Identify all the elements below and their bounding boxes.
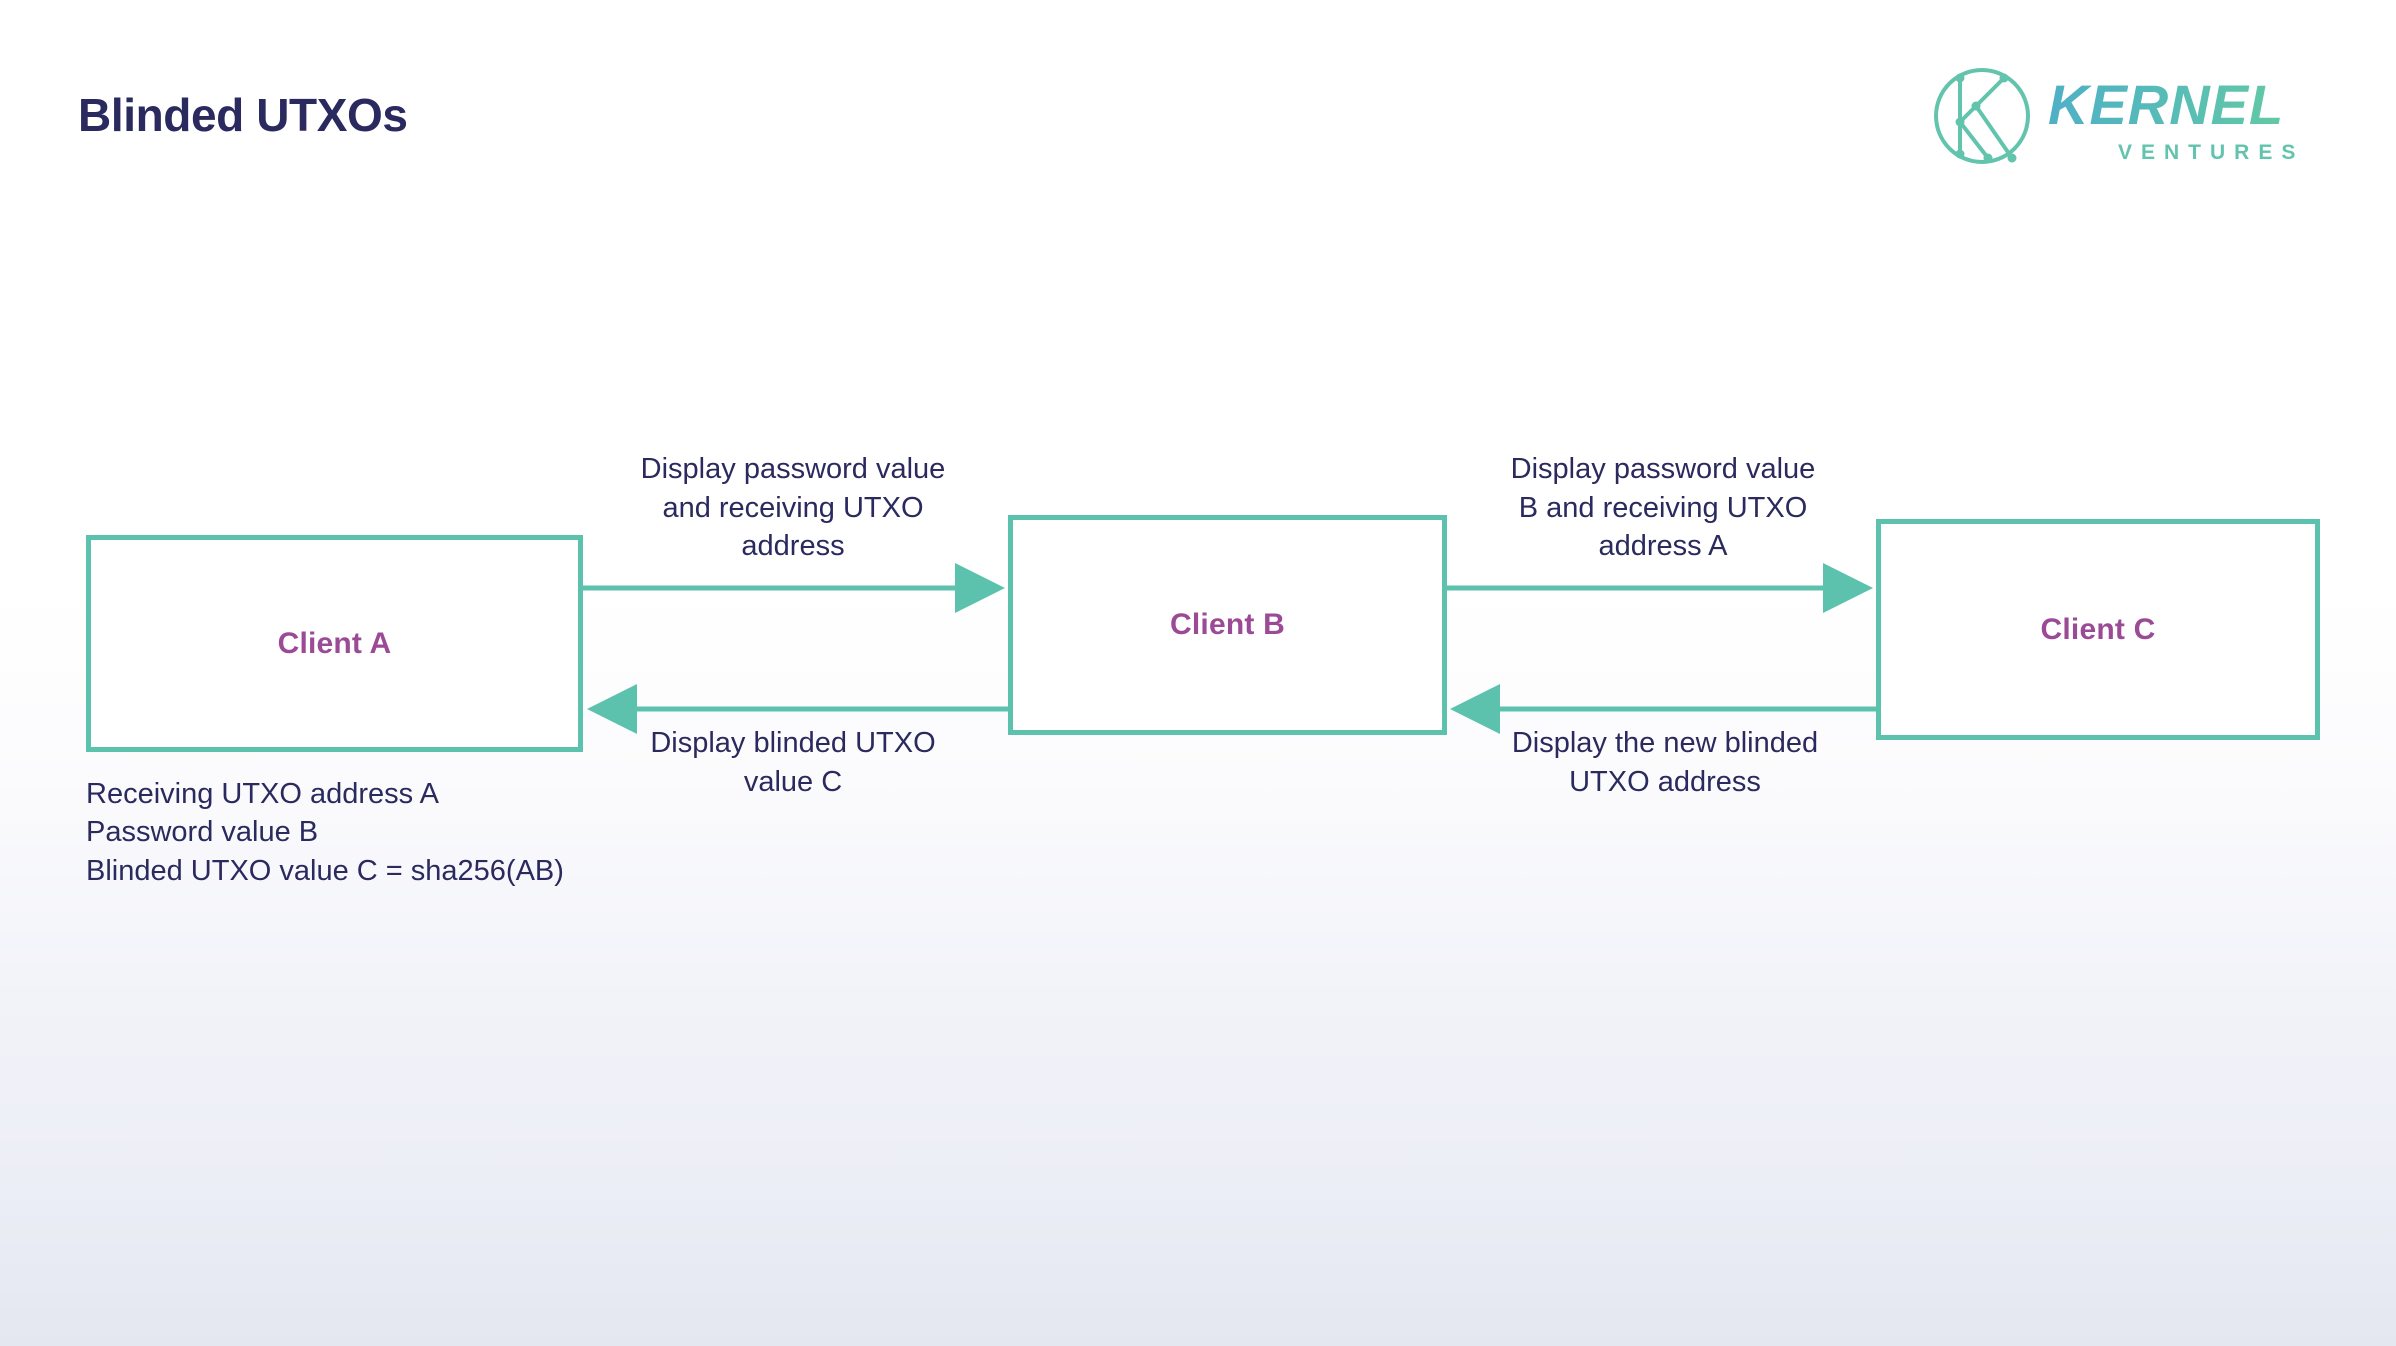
node-client-b[interactable]: Client B xyxy=(1008,515,1447,735)
note-line-3: Blinded UTXO value C = sha256(AB) xyxy=(86,854,564,887)
note-line-1: Receiving UTXO address A xyxy=(86,778,439,810)
node-client-c[interactable]: Client C xyxy=(1876,519,2320,740)
notes-block: Receiving UTXO address A Password value … xyxy=(86,775,564,890)
node-client-a-label: Client A xyxy=(277,626,392,660)
kernel-k-circle-icon xyxy=(1934,68,2030,164)
note-line-2: Password value B xyxy=(86,816,319,849)
logo-subtitle: VENTURES xyxy=(2118,141,2304,164)
kernel-ventures-logo: KERNEL VENTURES xyxy=(1930,62,2320,170)
node-client-c-label: Client C xyxy=(2040,612,2156,646)
edge-label-c-to-b: Display the new blinded UTXO address xyxy=(1511,727,1819,798)
node-client-a[interactable]: Client A xyxy=(86,535,583,752)
page-title: Blinded UTXOs xyxy=(78,89,408,141)
edge-label-b-to-c: Display password value B and receiving U… xyxy=(1510,453,1816,563)
edge-label-b-to-a: Display blinded UTXO value C xyxy=(650,727,936,798)
node-client-b-label: Client B xyxy=(1170,608,1285,641)
edge-label-a-to-b: Display password value and receiving UTX… xyxy=(640,453,946,563)
logo-wordmark: KERNEL xyxy=(2048,73,2284,136)
